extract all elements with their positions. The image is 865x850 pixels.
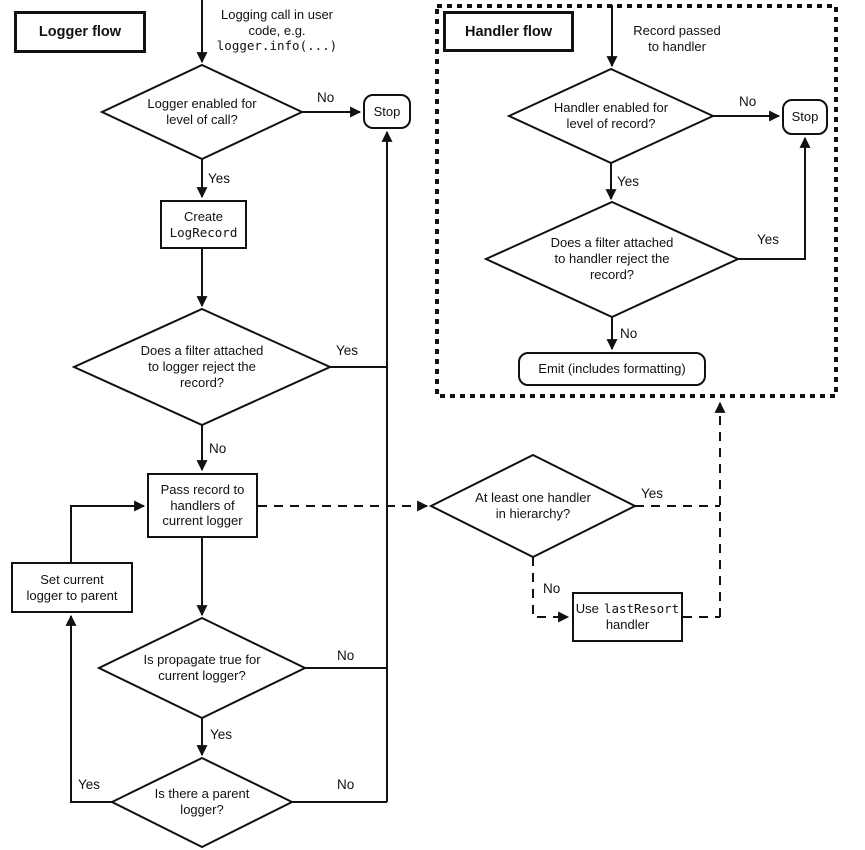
- logrecord-code: LogRecord: [169, 224, 238, 240]
- handler-hierarchy-question: At least one handler in hierarchy?: [475, 490, 591, 521]
- lastresort-code: lastResort: [603, 601, 680, 617]
- label-no-logger-enabled: No: [317, 90, 335, 105]
- label-yes-propagate: Yes: [210, 727, 233, 742]
- record-passed-caption: Record passed to handler: [633, 23, 721, 54]
- stop-node-handler: Stop: [782, 99, 828, 135]
- emit-text: Emit (includes formatting): [538, 361, 686, 377]
- label-yes-logger-filter: Yes: [336, 343, 359, 358]
- logging-call-line1: Logging call in user: [220, 7, 334, 22]
- set-current-logger-box: Set current logger to parent: [11, 562, 133, 613]
- stop-node-logger: Stop: [363, 94, 411, 129]
- logging-call-code: logger.info(...): [216, 38, 338, 54]
- solid-connectors: [65, 0, 811, 803]
- arrow-hierarchy-no-lastresort: [532, 557, 570, 623]
- pass-record-box: Pass record to handlers of current logge…: [147, 473, 258, 538]
- create-label: Create: [183, 208, 224, 224]
- logging-call-line2: code, e.g.: [248, 22, 306, 38]
- label-no-propagate: No: [337, 648, 355, 663]
- handler-flow-dotted-border: [435, 4, 838, 398]
- label-no-parent: No: [337, 777, 355, 792]
- label-no-handler-enabled: No: [739, 94, 757, 109]
- logger-enabled-question: Logger enabled for level of call?: [147, 96, 257, 127]
- lastresort-line2: handler: [605, 617, 650, 632]
- handler-flow-title: Handler flow: [443, 11, 574, 52]
- label-yes-handler-filter: Yes: [757, 232, 780, 247]
- logger-flow-title: Logger flow: [14, 11, 146, 53]
- create-logrecord-box: Create LogRecord: [160, 200, 247, 249]
- set-current-logger-text: Set current logger to parent: [26, 571, 118, 603]
- label-no-hierarchy: No: [543, 581, 561, 596]
- parent-logger-question: Is there a parent logger?: [154, 786, 250, 817]
- decision-diamonds: [71, 63, 741, 849]
- label-yes-logger-enabled: Yes: [208, 171, 231, 186]
- emit-box: Emit (includes formatting): [518, 352, 706, 386]
- propagate-question: Is propagate true for current logger?: [143, 652, 261, 683]
- logging-call-caption: Logging call in user code, e.g. logger.i…: [207, 7, 347, 53]
- use-label: Use: [575, 601, 599, 617]
- handler-filter-question: Does a filter attached to handler reject…: [550, 235, 674, 282]
- label-yes-parent: Yes: [78, 777, 101, 792]
- arrow-setloop-to-pass: [70, 500, 146, 562]
- arrow-handlerfilter-yes-stop: [738, 136, 811, 260]
- handler-enabled-question: Handler enabled for level of record?: [553, 100, 669, 131]
- label-yes-hierarchy: Yes: [641, 486, 664, 501]
- label-yes-handler-enabled: Yes: [617, 174, 640, 189]
- diamond-parent-logger: [109, 756, 295, 849]
- label-no-logger-filter: No: [209, 441, 227, 456]
- logger-filter-question: Does a filter attached to logger reject …: [140, 343, 264, 390]
- pass-record-text: Pass record to handlers of current logge…: [160, 481, 245, 529]
- arrow-parent-yes-set: [65, 614, 112, 803]
- dashed-connectors: [258, 401, 726, 623]
- label-no-handler-filter: No: [620, 326, 638, 341]
